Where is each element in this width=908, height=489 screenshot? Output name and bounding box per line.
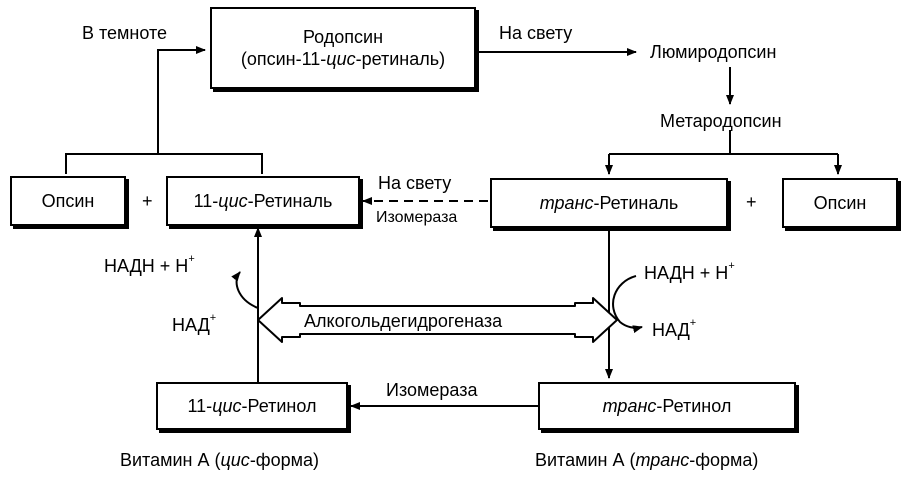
isomerase-mid-label: Изомераза [376,209,458,226]
plus-right: + [746,192,757,212]
nad-right-label: НАД+ [652,317,697,340]
cis-retinol-box: 11-цис-Ретинол [156,382,348,430]
in-light-mid-label: На свету [378,173,452,193]
lumirhodopsin-label: Люмиродопсин [650,42,777,62]
metarhodopsin-label: Метародопсин [660,111,782,131]
enzyme-double-arrow [257,297,618,343]
vitamin-a-trans-label: Витамин А (транс-форма) [535,450,759,470]
isomerase-bottom-label: Изомераза [386,380,478,400]
trans-retinal-box: транс-Ретиналь [490,178,728,228]
cis-retinal-box: 11-цис-Ретиналь [166,176,360,226]
nadh-right-curve [612,275,643,334]
dark-arrow [157,46,206,154]
opsin-left-box: Опсин [10,176,126,226]
trans-retinol-box: транс-Ретинол [538,382,796,430]
in-dark-label: В темноте [82,23,168,43]
plus-left: + [142,191,153,211]
vitamin-a-cis-label: Витамин А (цис-форма) [120,450,320,470]
nadh-left-label: НАДН + Н+ [104,253,195,276]
nad-left-curve [231,271,259,309]
enzyme-label: Алкогольдегидрогеназа [304,311,503,331]
rhodopsin-box: Родопсин (опсин-11-цис-ретиналь) [210,7,476,89]
dark-branch-line [65,153,263,174]
nadh-right-label: НАДН + Н+ [644,260,735,283]
rhodopsin-name: Родопсин [302,26,384,47]
nad-left-label: НАД+ [172,312,217,335]
opsin-right-box: Опсин [782,178,898,228]
rhodopsin-formula: (опсин-11-цис-ретиналь) [240,49,446,69]
in-light-top-label: На свету [499,23,573,43]
